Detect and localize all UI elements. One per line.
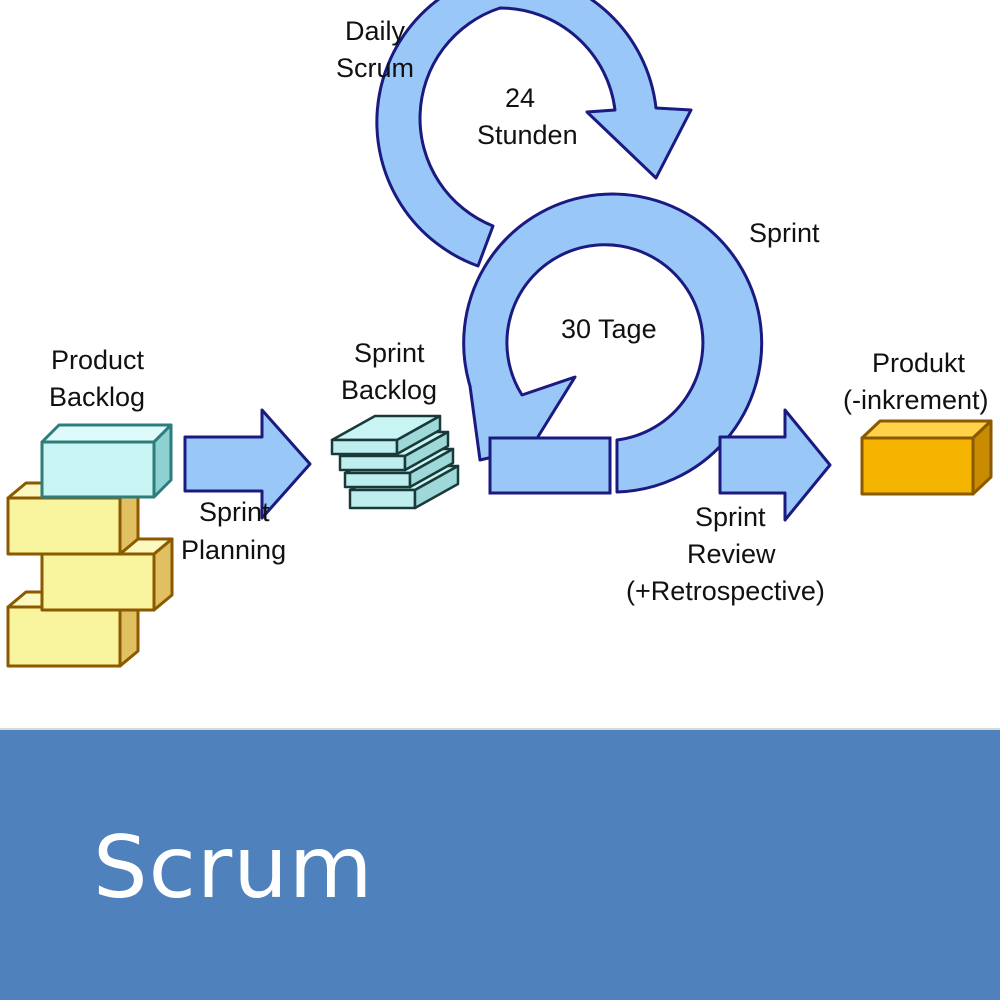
label-hours-line2: Stunden bbox=[477, 120, 578, 150]
page-title: Scrum bbox=[93, 818, 374, 918]
label-sprint-review-line1: Sprint bbox=[695, 502, 766, 532]
label-daily-scrum-line2: Scrum bbox=[336, 53, 414, 83]
title-banner bbox=[0, 728, 1000, 1000]
label-sprint-review-line2: Review bbox=[687, 539, 776, 569]
label-product-backlog-line2: Backlog bbox=[49, 382, 145, 412]
sprint-review-arrow bbox=[718, 408, 832, 522]
sprint-loop bbox=[462, 192, 764, 494]
label-sprint-backlog-line1: Sprint bbox=[354, 338, 425, 368]
daily-scrum-loop bbox=[375, 0, 693, 268]
label-sprint-planning-line2: Planning bbox=[181, 535, 286, 565]
label-sprint: Sprint bbox=[749, 218, 820, 248]
scrum-process-diagram: Daily Scrum 24 Stunden Sprint 30 Tage Pr… bbox=[6, 0, 993, 668]
sprint-backlog-stack bbox=[330, 414, 460, 510]
sprint-planning-arrow bbox=[183, 408, 312, 520]
label-duration: 30 Tage bbox=[561, 314, 657, 344]
label-product-backlog-line1: Product bbox=[51, 345, 145, 375]
label-hours-line1: 24 bbox=[505, 83, 535, 113]
label-sprint-planning-line1: Sprint bbox=[199, 497, 270, 527]
label-product-line2: (-inkrement) bbox=[843, 385, 989, 415]
label-sprint-review-line3: (+Retrospective) bbox=[626, 576, 825, 606]
label-daily-scrum-line1: Daily bbox=[345, 16, 406, 46]
sprint-base-block bbox=[488, 436, 612, 495]
product-backlog-stack bbox=[6, 423, 174, 668]
label-product-line1: Produkt bbox=[872, 348, 966, 378]
label-sprint-backlog-line2: Backlog bbox=[341, 375, 437, 405]
backlog-box-cyan bbox=[40, 423, 173, 499]
product-increment-box bbox=[860, 419, 993, 496]
